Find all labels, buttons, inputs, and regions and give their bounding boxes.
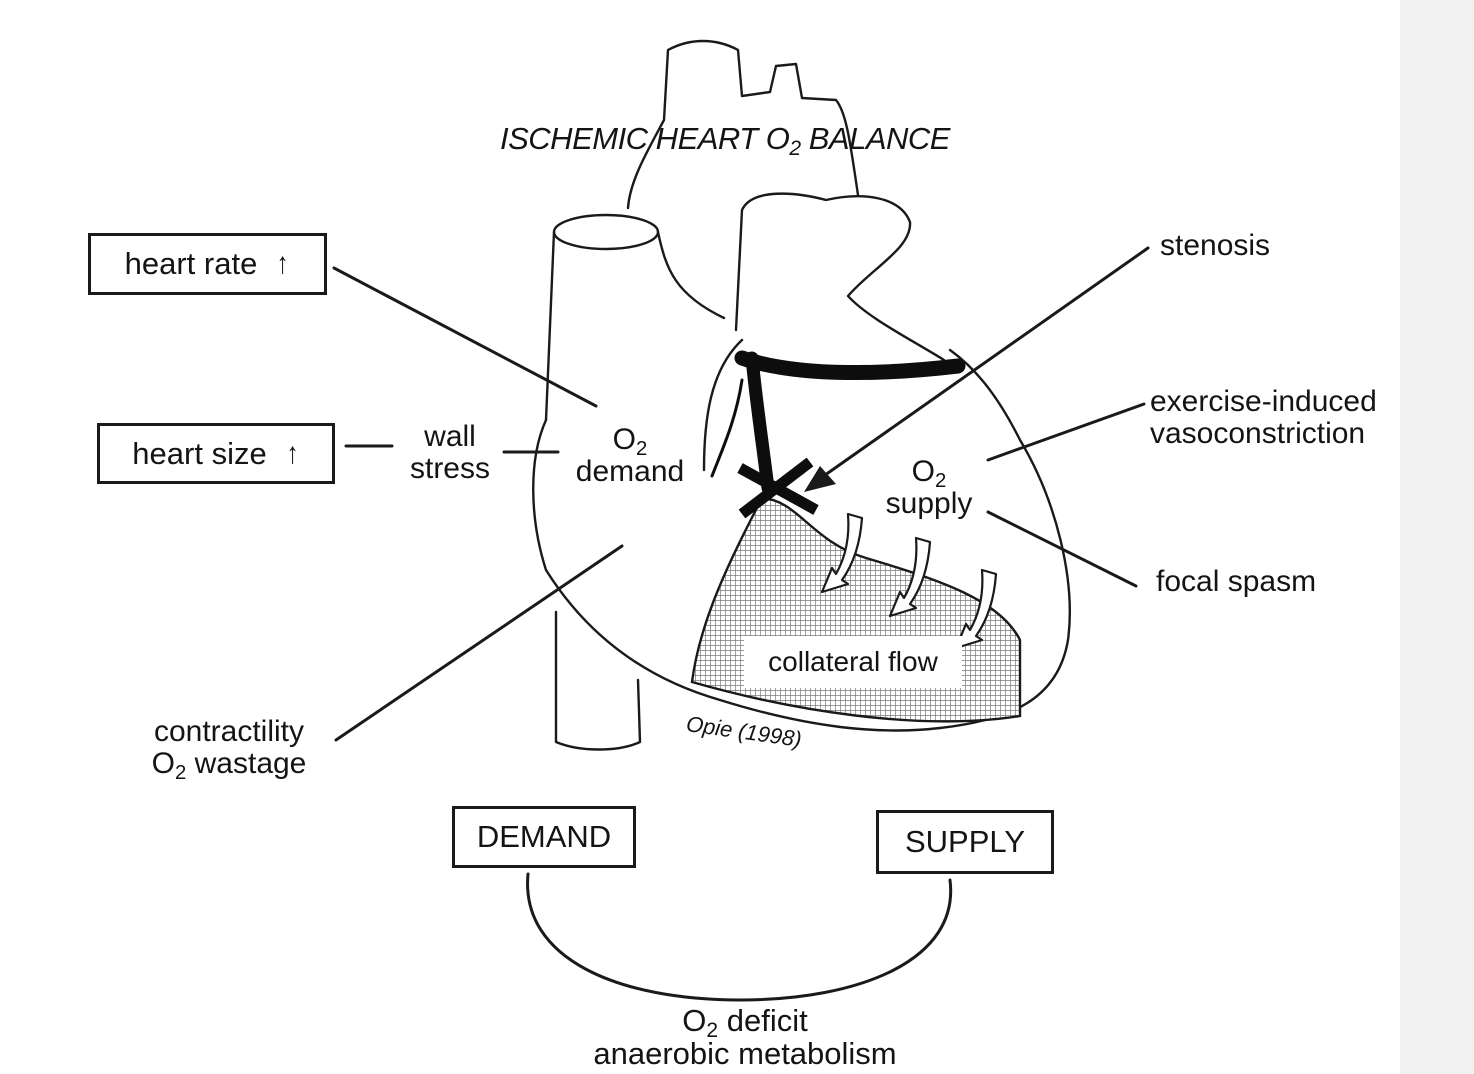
o2-deficit-label: O2 deficit anaerobic metabolism — [552, 1004, 938, 1071]
stenosis-label: stenosis — [1160, 230, 1270, 262]
collateral-flow-box: collateral flow — [744, 636, 962, 688]
increase-arrow-icon: ↑ — [286, 437, 298, 471]
contractility-label: contractility O2 wastage — [134, 716, 324, 781]
scan-shadow — [1400, 0, 1474, 1074]
increase-arrow-icon: ↑ — [277, 247, 289, 281]
vasoconstriction-leader — [988, 404, 1144, 460]
heart-rate-leader — [334, 268, 596, 406]
diagram-title: ISCHEMIC HEART O2 BALANCE — [500, 122, 950, 155]
o2-demand-label: O2 demand — [564, 424, 696, 489]
coronary-artery — [742, 358, 958, 373]
focal-spasm-label: focal spasm — [1156, 566, 1316, 598]
contractility-leader — [336, 546, 622, 740]
vena-cava — [546, 232, 724, 420]
pulmonary-trunk — [736, 194, 944, 360]
demand-box: DEMAND — [452, 806, 636, 868]
coronary-branch — [752, 358, 768, 488]
heart-size-box: heart size↑ — [97, 423, 335, 484]
focal-spasm-leader — [988, 512, 1136, 586]
coronary-side-branch — [712, 380, 742, 476]
stenosis-leader — [818, 248, 1148, 480]
heart-rate-box: heart rate↑ — [88, 233, 327, 295]
demand-supply-connector — [528, 874, 951, 1000]
vena-cava-top — [554, 215, 658, 249]
supply-box: SUPPLY — [876, 810, 1054, 874]
o2-supply-label: O2 supply — [874, 456, 984, 521]
